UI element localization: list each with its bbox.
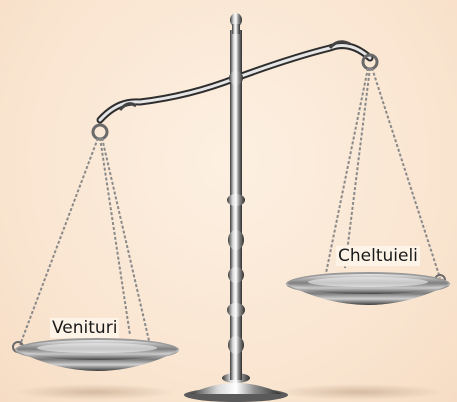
left-pan xyxy=(15,338,180,371)
right-pan-shadow xyxy=(275,384,445,400)
right-pan-label: Cheltuieli xyxy=(336,246,420,266)
left-pan-shadow xyxy=(15,384,175,400)
left-pan-label: Venituri xyxy=(50,318,119,338)
scale-column xyxy=(227,13,245,380)
right-pan xyxy=(286,272,450,305)
